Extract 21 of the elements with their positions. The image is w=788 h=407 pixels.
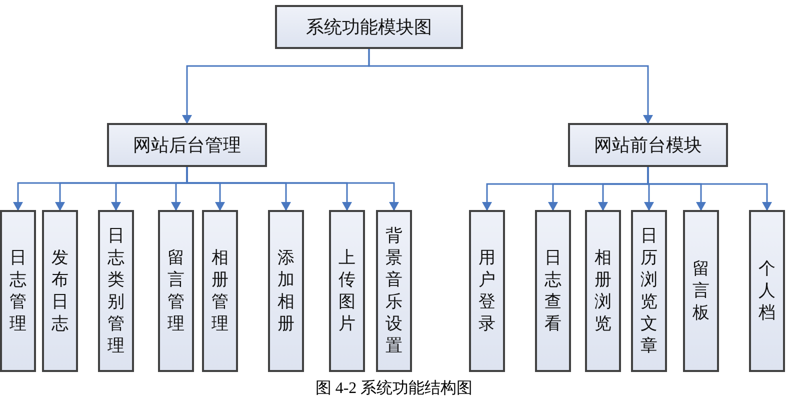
function-box: 日志类别管理 [98, 210, 134, 372]
function-box: 上传图片 [329, 210, 365, 372]
function-box: 添加相册 [268, 210, 304, 372]
function-box: 相册管理 [202, 210, 238, 372]
function-box: 留言板 [683, 210, 719, 372]
connector-arrow [647, 167, 772, 211]
function-box: 发布日志 [42, 210, 78, 372]
function-box: 个人档 [749, 210, 785, 372]
module-box: 网站前台模块 [568, 123, 728, 167]
function-box: 日志管理 [0, 210, 36, 372]
function-box: 相册浏览 [585, 210, 621, 372]
connector-arrow [186, 167, 399, 211]
module-box: 系统功能模块图 [275, 5, 463, 49]
module-box: 网站后台管理 [107, 123, 267, 167]
connector-arrow [368, 49, 653, 124]
function-box: 日历浏览文章 [631, 210, 667, 372]
function-box: 背景音乐设置 [376, 210, 412, 372]
function-box: 用户登录 [469, 210, 505, 372]
figure-caption: 图 4-2 系统功能结构图 [315, 380, 473, 397]
function-box: 日志查看 [535, 210, 571, 372]
function-box: 留言管理 [158, 210, 194, 372]
